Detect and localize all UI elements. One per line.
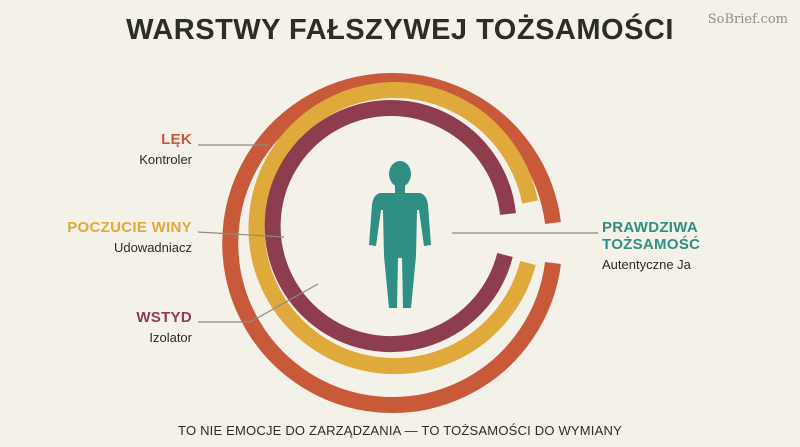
- shame-label: WSTYD Izolator: [136, 309, 192, 345]
- true-self-label-role: Autentyczne Ja: [602, 257, 691, 272]
- human-figure-icon: [369, 161, 431, 308]
- guilt-connector-line: [197, 231, 285, 238]
- footer-caption: TO NIE EMOCJE DO ZARZĄDZANIA — TO TOŻSAM…: [178, 423, 622, 438]
- true-self-label: PRAWDZIWA TOŻSAMOŚĆ Autentyczne Ja: [602, 219, 800, 272]
- fear-label-name: LĘK: [161, 131, 192, 148]
- fear-label: LĘK Kontroler: [139, 131, 192, 167]
- shame-label-role: Izolator: [149, 330, 192, 345]
- shame-label-name: WSTYD: [136, 309, 192, 326]
- true-self-label-name: PRAWDZIWA TOŻSAMOŚĆ: [602, 219, 701, 253]
- watermark: SoBrief.com: [707, 12, 788, 27]
- guilt-label-name: POCZUCIE WINY: [67, 219, 192, 236]
- shame-connector-line: [198, 283, 319, 323]
- fear-ring: [222, 73, 561, 413]
- guilt-ring: [248, 82, 538, 375]
- shame-ring: [264, 100, 516, 352]
- guilt-label-role: Udowadniacz: [113, 240, 192, 255]
- diagram-title: WARSTWY FAŁSZYWEJ TOŻSAMOŚCI: [126, 14, 674, 46]
- fear-label-role: Kontroler: [139, 152, 192, 167]
- guilt-label: POCZUCIE WINY Udowadniacz: [67, 219, 192, 255]
